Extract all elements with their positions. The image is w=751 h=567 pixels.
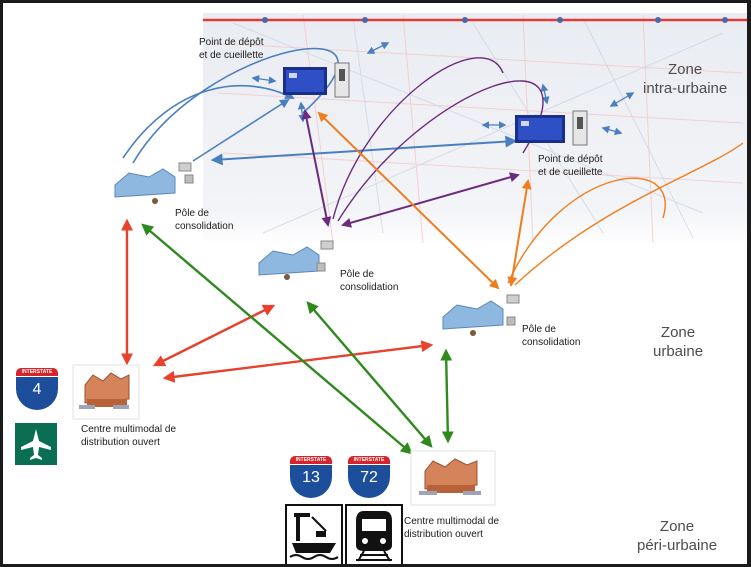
label-pole-2: Pôle de consolidation <box>340 269 399 293</box>
label-centre-1: Centre multimodal de distribution ouvert <box>81 424 177 448</box>
label-depot-1: Point de dépôt et de cueillette <box>199 37 264 61</box>
blue-arrow-depot1-n <box>366 42 390 54</box>
green-arrow-pole2-centre2 <box>306 301 433 448</box>
green-arrow-pole3-centre2 <box>440 348 454 444</box>
pickup-locker-icon <box>283 62 350 98</box>
train-sign-icon <box>345 504 403 564</box>
diagram-frame: INTERSTATE 4 INTERSTATE 13 INTERSTATE 72… <box>3 3 747 564</box>
label-pole-1: Pôle de consolidation <box>175 208 234 232</box>
warehouse-icon <box>442 294 520 336</box>
blue-arrow-depot2-n <box>540 83 550 105</box>
interstate-4-shield-icon: INTERSTATE 4 <box>15 367 59 411</box>
interstate-banner: INTERSTATE <box>15 367 59 377</box>
orange-loop-pole3-a <box>514 142 744 286</box>
interstate-13-shield-icon: INTERSTATE 13 <box>289 455 333 499</box>
zone-intra-urbaine: Zone intra-urbaine <box>643 61 728 97</box>
distribution-center-icon <box>72 364 140 420</box>
label-centre-2: Centre multimodal de distribution ouvert <box>404 516 500 540</box>
blue-arrow-zone-intra <box>609 92 635 107</box>
interstate-banner: INTERSTATE <box>347 455 391 465</box>
pickup-locker-icon <box>515 110 588 146</box>
blue-loop-pole1-depot1-b <box>122 84 295 159</box>
blue-arrow-depot2-e <box>601 125 623 136</box>
interstate-banner: INTERSTATE <box>289 455 333 465</box>
green-connections <box>141 223 454 455</box>
orange-arrow-pole3-depot1 <box>317 111 500 290</box>
warehouse-icon <box>258 240 334 280</box>
interstate-number: 13 <box>289 465 333 499</box>
zone-peri-urbaine: Zone péri-urbaine <box>637 518 718 554</box>
red-arrow-pole3-centre1 <box>162 340 434 383</box>
blue-loop-pole1-depot1-a <box>132 47 339 164</box>
warehouse-icon <box>114 162 194 204</box>
interstate-number: 72 <box>347 465 391 499</box>
logistics-network-diagram <box>15 13 747 564</box>
airport-sign-icon <box>15 423 57 465</box>
label-depot-2: Point de dépôt et de cueillette <box>538 154 603 178</box>
orange-arrow-pole3-depot2 <box>507 179 532 287</box>
zone-urbaine: Zone urbaine <box>653 324 704 360</box>
red-arrow-pole2-centre1 <box>152 304 276 367</box>
blue-arrow-pole1-depot1 <box>192 98 290 162</box>
port-sign-icon <box>285 504 343 564</box>
label-pole-3: Pôle de consolidation <box>522 324 581 348</box>
blue-arrow-depot1-w <box>251 74 277 85</box>
orange-connections <box>317 111 744 290</box>
interstate-number: 4 <box>15 377 59 411</box>
distribution-center-icon <box>410 450 496 506</box>
interstate-72-shield-icon: INTERSTATE 72 <box>347 455 391 499</box>
orange-loop-pole3-b <box>507 177 666 284</box>
